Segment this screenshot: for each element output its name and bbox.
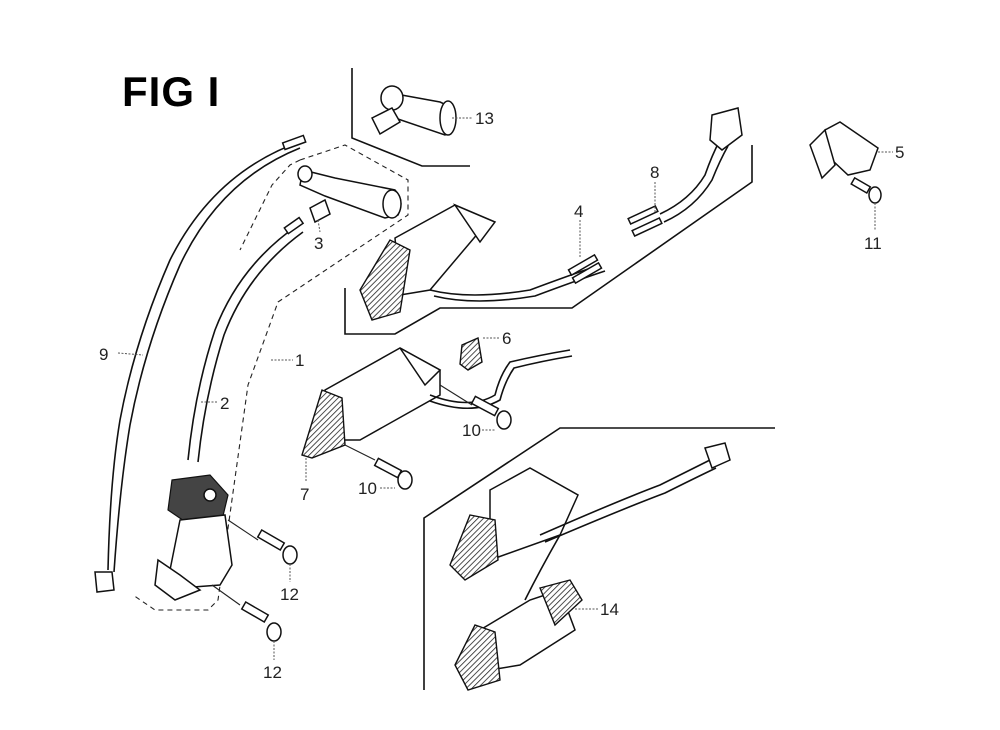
callout-10-upper: 10 bbox=[462, 421, 481, 440]
callout-2: 2 bbox=[220, 394, 229, 413]
callout-9: 9 bbox=[99, 345, 108, 364]
part-lighting-coil-set[interactable] bbox=[449, 442, 731, 691]
callout-12-upper: 12 bbox=[280, 585, 299, 604]
callout-5: 5 bbox=[895, 143, 904, 162]
part-charge-coil[interactable] bbox=[301, 347, 573, 459]
callout-10-lower: 10 bbox=[358, 479, 377, 498]
callout-8: 8 bbox=[650, 163, 659, 182]
callout-7: 7 bbox=[300, 485, 309, 504]
part-spark-plug-cap[interactable] bbox=[370, 85, 457, 136]
part-stop-switch-wire[interactable] bbox=[94, 134, 307, 593]
part-small-bolt[interactable] bbox=[850, 176, 882, 204]
callout-6: 6 bbox=[502, 329, 511, 348]
group-outline-13 bbox=[351, 68, 470, 167]
part-spark-plug-connector[interactable] bbox=[297, 165, 402, 224]
part-wire-terminal-8[interactable] bbox=[627, 107, 743, 238]
group-outline-4-8 bbox=[344, 145, 753, 335]
part-wire-terminal-4[interactable] bbox=[567, 253, 603, 285]
part-ignition-coil[interactable] bbox=[154, 474, 233, 601]
callout-14: 14 bbox=[600, 600, 619, 619]
figure-title: FIG I bbox=[122, 68, 221, 115]
part-bracket[interactable] bbox=[809, 121, 879, 180]
group-outline-1 bbox=[132, 144, 409, 611]
callout-11: 11 bbox=[864, 234, 882, 253]
callout-3: 3 bbox=[314, 234, 323, 253]
callout-4: 4 bbox=[574, 202, 583, 221]
group-outline-14 bbox=[423, 427, 775, 690]
part-mounting-bolt-upper[interactable] bbox=[227, 519, 298, 565]
leader-lines bbox=[117, 117, 893, 660]
part-grommet[interactable] bbox=[459, 336, 483, 371]
callout-12-lower: 12 bbox=[263, 663, 282, 682]
part-bolt-upper[interactable] bbox=[439, 384, 512, 430]
part-exciter-coil[interactable] bbox=[359, 203, 606, 321]
callout-13: 13 bbox=[475, 109, 494, 128]
part-bolt-lower[interactable] bbox=[344, 444, 413, 490]
callout-1: 1 bbox=[295, 351, 304, 370]
part-mounting-bolt-lower[interactable] bbox=[211, 584, 282, 642]
part-high-tension-cord[interactable] bbox=[187, 216, 305, 463]
